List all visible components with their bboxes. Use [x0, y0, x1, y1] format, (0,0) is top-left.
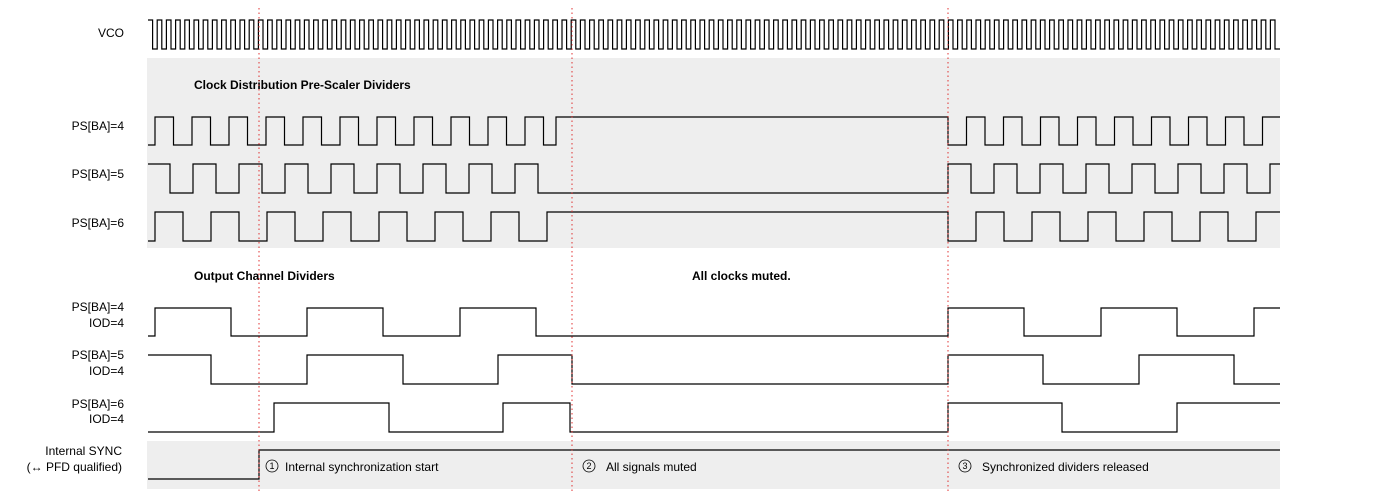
out-iod-4-label-a: IOD=4	[89, 316, 124, 330]
out-ps-ba-5-label: PS[BA]=5	[72, 348, 125, 362]
annotation-2-number-circle	[582, 459, 596, 473]
annotation-3-number-circle	[958, 459, 972, 473]
prescaler-band	[147, 58, 1280, 248]
ps-ba-4-label: PS[BA]=4	[72, 119, 125, 133]
sync-label-line1: Internal SYNC	[45, 444, 122, 458]
sync-label-line2: (↔ PFD qualified)	[27, 460, 122, 474]
ps-ba-5-waveform	[148, 163, 1280, 194]
out-iod-4-label-b: IOD=4	[89, 364, 124, 378]
annotation-1-text: Internal synchronization start	[285, 460, 439, 474]
muted-note: All clocks muted.	[692, 269, 791, 283]
out-ps-ba-4-label: PS[BA]=4	[72, 300, 125, 314]
out-iod-4-label-c: IOD=4	[89, 412, 124, 426]
ps-ba-6-label: PS[BA]=6	[72, 216, 125, 230]
annotation-1-number-circle	[265, 459, 279, 473]
vco-label: VCO	[98, 26, 124, 40]
annotation-3: 3 Synchronized dividers released	[958, 459, 1149, 474]
vco-waveform	[148, 19, 1280, 50]
output-section-title: Output Channel Dividers	[194, 269, 335, 283]
annotation-3-text: Synchronized dividers released	[982, 460, 1149, 474]
annotation-2-text: All signals muted	[606, 460, 697, 474]
annotation-3-number: 3	[962, 461, 967, 471]
ps-ba-6-waveform	[148, 211, 1280, 242]
sync-band	[147, 441, 1280, 489]
out-ps-ba-5-waveform	[148, 354, 1280, 385]
out-ps-ba-6-waveform	[148, 402, 1280, 433]
annotation-2-number: 2	[586, 461, 591, 471]
annotation-2: 2 All signals muted	[582, 459, 697, 474]
out-ps-ba-4-waveform	[148, 307, 1280, 337]
annotation-1-number: 1	[269, 461, 274, 471]
annotation-1: 1 Internal synchronization start	[265, 459, 439, 474]
ps-ba-4-waveform	[148, 116, 1280, 146]
sync-waveform	[148, 449, 1280, 480]
ps-ba-5-label: PS[BA]=5	[72, 167, 125, 181]
out-ps-ba-6-label: PS[BA]=6	[72, 397, 125, 411]
prescaler-section-title: Clock Distribution Pre-Scaler Dividers	[194, 78, 411, 92]
